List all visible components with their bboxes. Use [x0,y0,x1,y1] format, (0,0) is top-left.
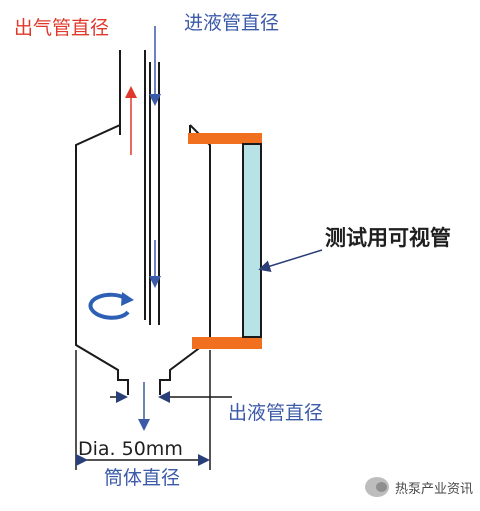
sight-glass-tube [242,143,262,338]
vessel-outline [75,50,211,395]
gas-outlet-pipe [119,50,146,320]
sight-glass-leader [258,249,323,272]
watermark: 热泵产业资讯 [365,477,473,497]
liquid-inlet-pipe [149,62,160,325]
liquid-inlet-pipe-label: 进液管直径 [184,12,280,34]
diameter-label: Dia. 50mm [78,438,183,460]
sight-glass-label: 测试用可视管 [325,226,451,250]
gas-outlet-pipe-label: 出气管直径 [14,17,110,39]
body-diameter-label: 筒体直径 [104,467,181,489]
diameter-dimension [75,350,211,470]
wechat-icon [365,477,389,497]
bottom-flange [192,337,262,349]
watermark-text: 热泵产业资讯 [395,481,474,497]
liquid-outlet-pipe-label: 出液管直径 [228,402,324,424]
top-flange [188,133,262,144]
swirl-icon [88,292,134,320]
